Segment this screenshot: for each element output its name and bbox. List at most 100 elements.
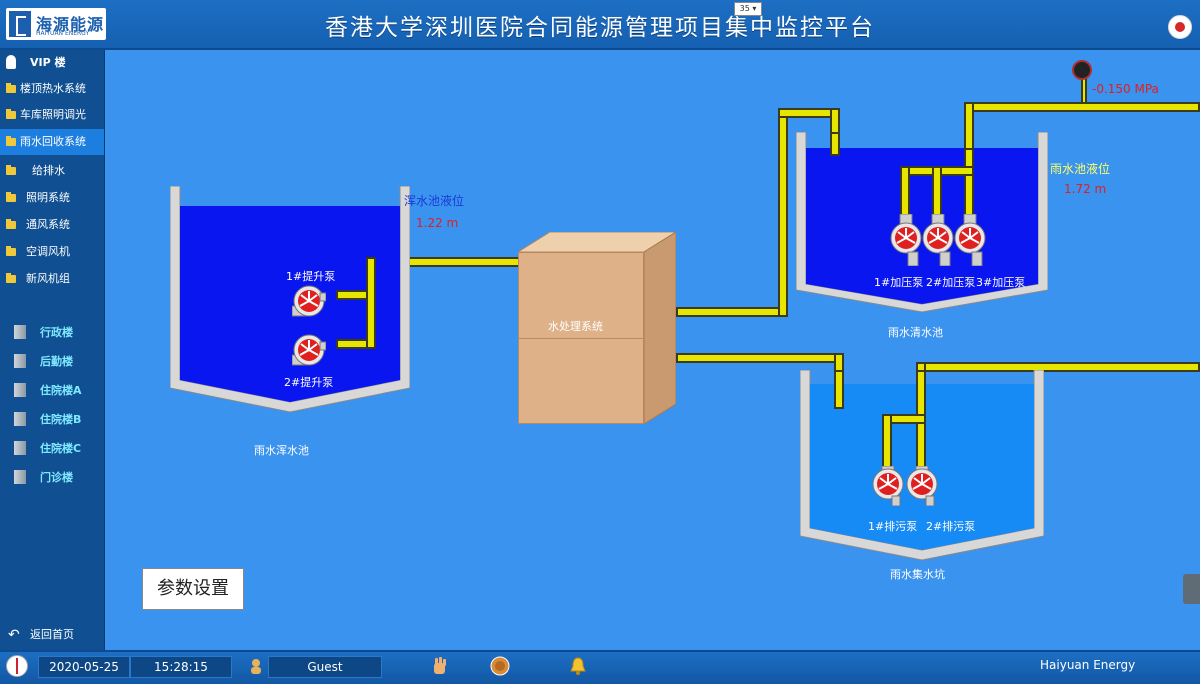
sidebar-item-label: VIP 楼 xyxy=(30,56,66,69)
sidebar-item-label: 新风机组 xyxy=(26,272,70,285)
sidebar-item-label: 给排水 xyxy=(32,164,65,177)
sidebar-item-label: 门诊楼 xyxy=(40,471,73,484)
sidebar-item-label: 照明系统 xyxy=(26,191,70,204)
logo-mark-icon xyxy=(9,11,31,37)
pipe-pit-inlet-inner xyxy=(834,370,844,409)
sewage-pump-1-icon xyxy=(872,466,904,506)
back-home-label: 返回首页 xyxy=(30,628,74,641)
pipe-gauge-stem xyxy=(1081,76,1087,104)
sidebar-item-rooftop-hotwater[interactable]: 楼顶热水系统 xyxy=(0,76,104,102)
sidebar-item-admin-building[interactable]: 行政楼 xyxy=(0,320,104,346)
footer-company: Haiyuan Energy xyxy=(1040,658,1136,672)
pressure-gauge-icon xyxy=(1072,60,1092,80)
pipe-booster-1-inner xyxy=(900,166,910,220)
sidebar-item-label: 住院楼A xyxy=(40,384,82,397)
back-home-button[interactable]: ↶ 返回首页 xyxy=(0,622,104,648)
folder-icon xyxy=(6,192,16,202)
sidebar-item-label: 楼顶热水系统 xyxy=(20,82,86,95)
sewage-pump-1-label: 1#排污泵 xyxy=(868,520,918,533)
folder-icon xyxy=(6,219,16,229)
lift-pump-2-icon xyxy=(292,334,326,366)
sidebar-item-outpatient[interactable]: 门诊楼 xyxy=(0,465,104,491)
booster-pump-2-label: 2#加压泵 xyxy=(926,276,976,289)
side-scroll-tab[interactable] xyxy=(1183,574,1200,604)
power-icon[interactable] xyxy=(1168,15,1192,39)
building-icon xyxy=(14,470,26,484)
building-icon xyxy=(14,383,26,397)
pipe-treatment-to-pit xyxy=(676,353,844,363)
pipe-treatment-to-clear xyxy=(676,307,788,317)
booster-pump-3-label: 3#加压泵 xyxy=(976,276,1026,289)
folder-icon xyxy=(6,246,16,256)
pin-icon xyxy=(6,55,16,69)
user-icon xyxy=(251,659,261,674)
sewage-pump-2-label: 2#排污泵 xyxy=(926,520,976,533)
lift-pump-2-label: 2#提升泵 xyxy=(284,376,334,389)
pipe-lift-riser-inner xyxy=(366,257,376,349)
muddy-tank-level-label: 浑水池液位 xyxy=(404,194,465,208)
booster-pump-1-label: 1#加压泵 xyxy=(874,276,924,289)
pipe-booster-2-inner xyxy=(932,166,942,220)
folder-icon xyxy=(6,165,16,175)
parameter-settings-button[interactable]: 参数设置 xyxy=(142,568,244,610)
sidebar-item-label: 车库照明调光 xyxy=(20,108,86,121)
sidebar-item-label: 住院楼B xyxy=(40,413,82,426)
muddy-tank-level-value: 1.22 m xyxy=(416,216,459,230)
sidebar-item-label: 空调风机 xyxy=(26,245,70,258)
page-title: 香港大学深圳医院合同能源管理项目集中监控平台 xyxy=(325,15,875,41)
treatment-system-label: 水处理系统 xyxy=(548,320,603,333)
building-icon xyxy=(14,354,26,368)
folder-icon xyxy=(6,109,16,119)
mini-dropdown[interactable]: 35 ▾ xyxy=(734,2,762,16)
building-icon xyxy=(14,325,26,339)
sidebar-item-vip[interactable]: VIP 楼 xyxy=(0,50,104,76)
pressure-value: -0.150 MPa xyxy=(1092,82,1159,96)
booster-pump-3-icon xyxy=(954,214,986,266)
folder-icon xyxy=(6,83,16,93)
sidebar-item-water-supply-drainage[interactable]: 给排水 xyxy=(0,158,104,184)
muddy-water-tank xyxy=(170,186,410,413)
logo-text: 海源能源 xyxy=(36,15,105,34)
company-logo: 海源能源 HAIYUAN ENERGY xyxy=(6,8,106,40)
footer-time: 15:28:15 xyxy=(130,656,232,678)
clear-tank-level-value: 1.72 m xyxy=(1064,182,1107,196)
sidebar-item-label: 后勤楼 xyxy=(40,355,73,368)
clear-tank-name: 雨水清水池 xyxy=(888,326,943,339)
lift-pump-1-label: 1#提升泵 xyxy=(286,270,336,283)
back-arrow-icon: ↶ xyxy=(8,627,20,643)
folder-icon xyxy=(6,136,16,146)
sewage-pump-2-icon xyxy=(906,466,938,506)
header-bar xyxy=(0,0,1200,50)
sidebar-item-label: 雨水回收系统 xyxy=(20,135,86,148)
sidebar-item-fresh-air-unit[interactable]: 新风机组 xyxy=(0,266,104,292)
sidebar: VIP 楼 楼顶热水系统 车库照明调光 雨水回收系统 给排水 照明系统 通风系统… xyxy=(0,50,105,650)
pipe-clear-inlet-inner xyxy=(830,132,840,156)
logo-subtext: HAIYUAN ENERGY xyxy=(36,30,90,37)
muddy-tank-name: 雨水浑水池 xyxy=(254,444,309,457)
collection-pit-name: 雨水集水坑 xyxy=(890,568,945,581)
compass-icon[interactable] xyxy=(6,655,28,677)
sidebar-item-inpatient-c[interactable]: 住院楼C xyxy=(0,436,104,462)
footer-date: 2020-05-25 xyxy=(38,656,130,678)
sidebar-item-label: 通风系统 xyxy=(26,218,70,231)
building-icon xyxy=(14,441,26,455)
record-icon[interactable] xyxy=(490,656,510,676)
sidebar-item-logistics-building[interactable]: 后勤楼 xyxy=(0,349,104,375)
sidebar-item-lighting[interactable]: 照明系统 xyxy=(0,185,104,211)
sidebar-item-label: 行政楼 xyxy=(40,326,73,339)
footer-user: Guest xyxy=(268,656,382,678)
sidebar-item-ventilation[interactable]: 通风系统 xyxy=(0,212,104,238)
hand-icon[interactable] xyxy=(430,656,450,676)
sidebar-item-ac-fan[interactable]: 空调风机 xyxy=(0,239,104,265)
alarm-bell-icon[interactable] xyxy=(568,656,588,676)
pipe-clear-riser xyxy=(778,108,788,317)
sidebar-item-rainwater-recovery[interactable]: 雨水回收系统 xyxy=(0,129,104,155)
clear-tank-level-label: 雨水池液位 xyxy=(1050,162,1111,176)
pipe-sewage-1-inner xyxy=(882,414,892,472)
treatment-box-top xyxy=(518,232,676,252)
sidebar-item-inpatient-b[interactable]: 住院楼B xyxy=(0,407,104,433)
sidebar-item-garage-lighting[interactable]: 车库照明调光 xyxy=(0,102,104,128)
water-treatment-system[interactable] xyxy=(518,252,644,424)
sidebar-item-inpatient-a[interactable]: 住院楼A xyxy=(0,378,104,404)
pipe-booster-3-inner xyxy=(964,148,974,220)
